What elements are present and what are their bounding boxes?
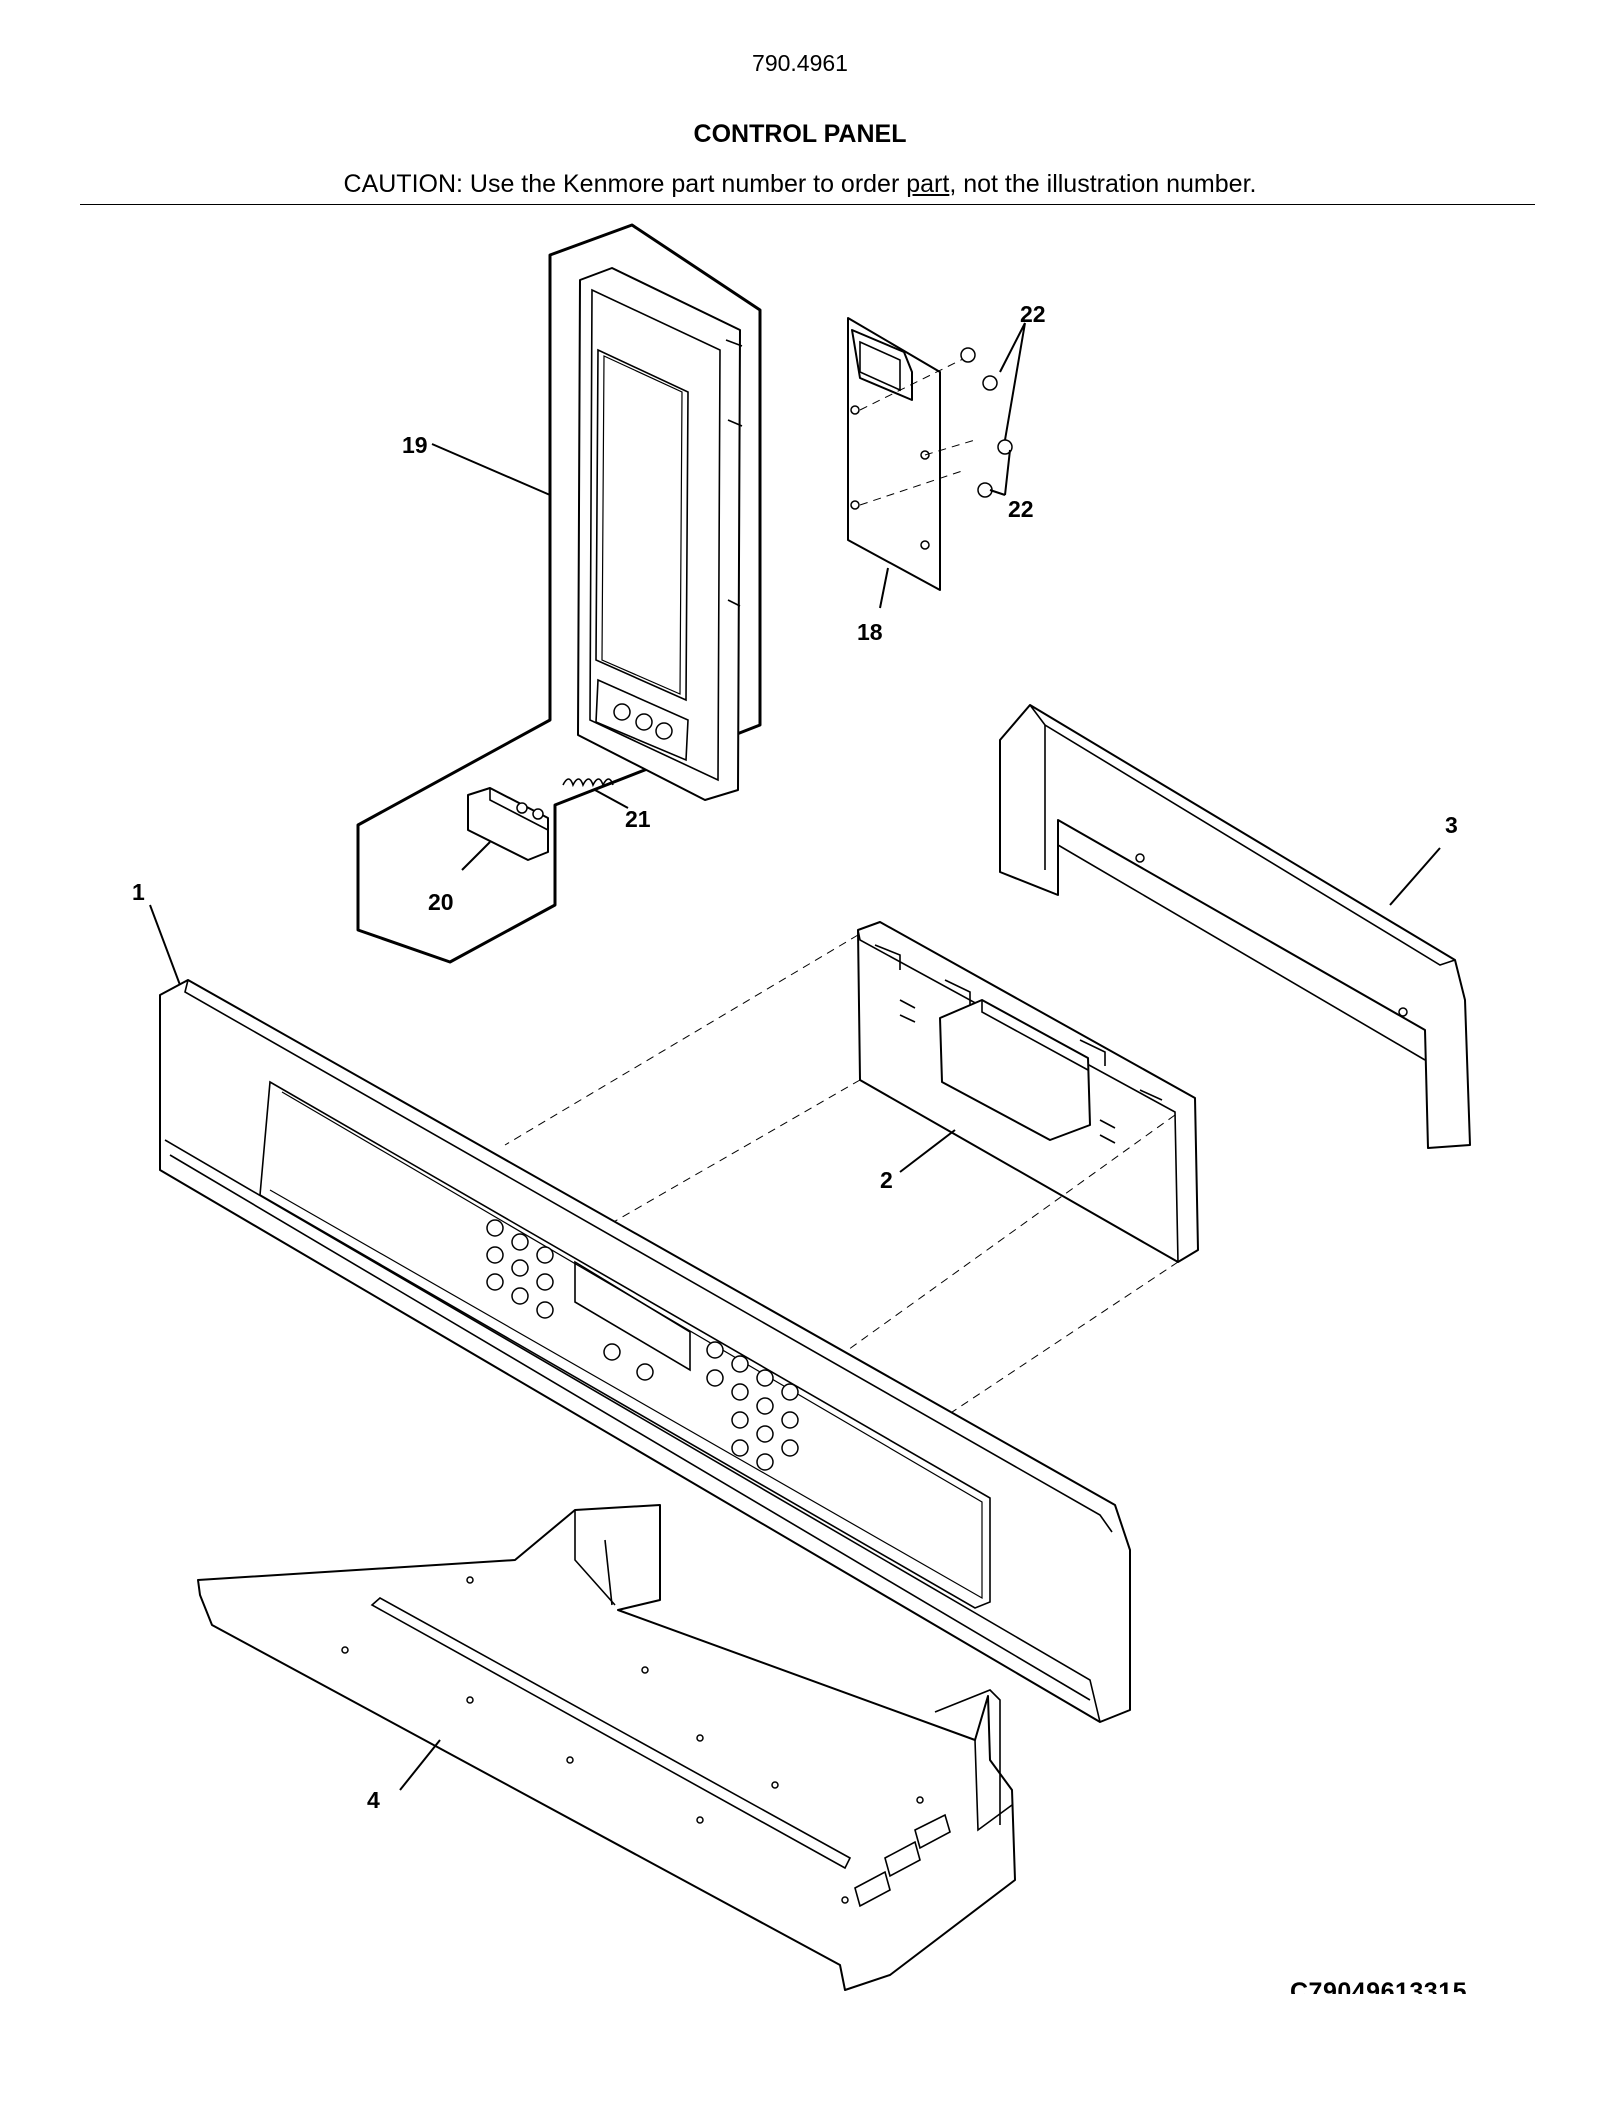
caution-note: CAUTION: Use the Kenmore part number to … [0,170,1600,199]
part-20-button [467,787,549,861]
callout-4: 4 [367,1787,380,1813]
callout-18: 18 [857,619,883,645]
callout-22-top: 22 [1020,301,1046,327]
keypad-buttons-right [603,1341,799,1471]
callout-2: 2 [880,1167,893,1193]
model-number: 790.4961 [752,50,848,76]
caution-prefix: CAUTION: Use the Kenmore part number to … [343,170,907,198]
header-divider [80,204,1535,205]
callout-1: 1 [132,879,145,905]
caution-part-link[interactable]: part [906,170,950,198]
part-21-spring [562,778,614,788]
part-19-panel [577,267,743,801]
section-title: CONTROL PANEL [693,120,907,148]
part-4-tray [197,1504,1016,1991]
caution-suffix: , not the illustration number. [949,170,1257,198]
callout-22-bottom: 22 [1008,496,1034,522]
keypad-buttons-left [486,1219,554,1319]
part-3-bracket [999,704,1471,1149]
diagram-code: C79049613315 [1290,1978,1467,1994]
part-1-control-panel [159,979,1131,1723]
callout-19: 19 [402,432,428,458]
assembly-guide-lines [504,934,1179,1441]
part-2-control-board [857,921,1199,1263]
callout-20: 20 [428,889,454,915]
callout-21: 21 [625,806,651,832]
part-18-board [847,317,1013,591]
callout-3: 3 [1445,812,1458,838]
kit-19-outline [356,223,762,964]
